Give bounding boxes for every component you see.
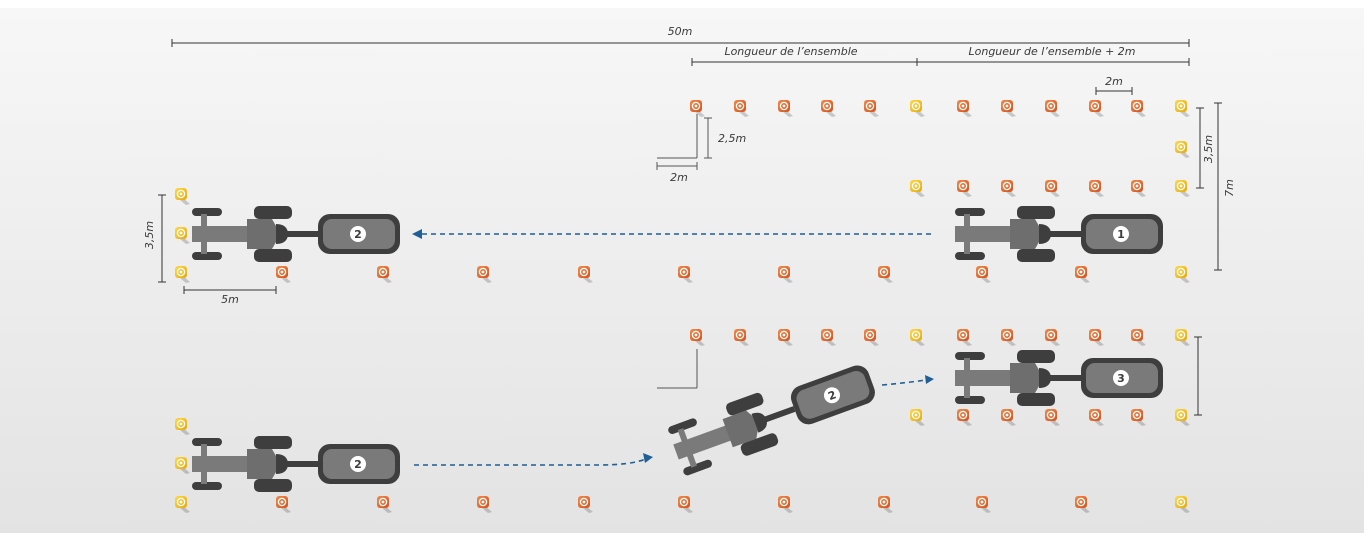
offset-corner-top	[656, 114, 712, 170]
label-length-5m: 5m	[221, 293, 239, 306]
label-width-35-left: 3,5m	[143, 221, 156, 249]
vehicle-2-turning-badge: 2	[826, 388, 838, 403]
vehicle-3-badge: 3	[1117, 372, 1125, 385]
dimension-right-vertical	[1194, 102, 1222, 416]
dimension-total	[171, 39, 1190, 47]
label-offset-2m: 2m	[670, 171, 688, 184]
label-2m-spacing: 2m	[1105, 75, 1123, 88]
dimension-ensemble	[691, 58, 1190, 66]
tractor-icon: 2	[666, 354, 882, 479]
dimension-left	[158, 194, 277, 294]
vehicle-2-upper-badge: 2	[354, 228, 362, 241]
dashed-arrow-short	[881, 379, 927, 386]
tractor-icon: 2	[192, 206, 400, 262]
label-width-7: 7m	[1223, 179, 1236, 197]
tractor-icon: 2	[192, 436, 400, 492]
label-total-length: 50m	[668, 25, 693, 38]
arrowhead-left	[412, 229, 422, 239]
offset-corner-bottom	[657, 349, 698, 389]
vehicle-1-badge: 1	[1117, 228, 1125, 241]
label-ensemble-length-plus: Longueur de l’ensemble + 2m	[968, 45, 1135, 58]
tractor-icon: 1	[955, 206, 1163, 262]
vehicle-2-lower-badge: 2	[354, 458, 362, 471]
label-ensemble-length: Longueur de l’ensemble	[724, 45, 857, 58]
label-width-35-right: 3,5m	[1202, 135, 1215, 163]
dashed-arrow-lower	[414, 458, 647, 466]
arrowhead-short	[925, 375, 934, 384]
label-offset-25: 2,5m	[718, 132, 746, 145]
dimension-2m-spacing	[1095, 87, 1133, 95]
tractor-icon: 3	[955, 350, 1163, 406]
arrowhead-lower	[643, 453, 653, 463]
